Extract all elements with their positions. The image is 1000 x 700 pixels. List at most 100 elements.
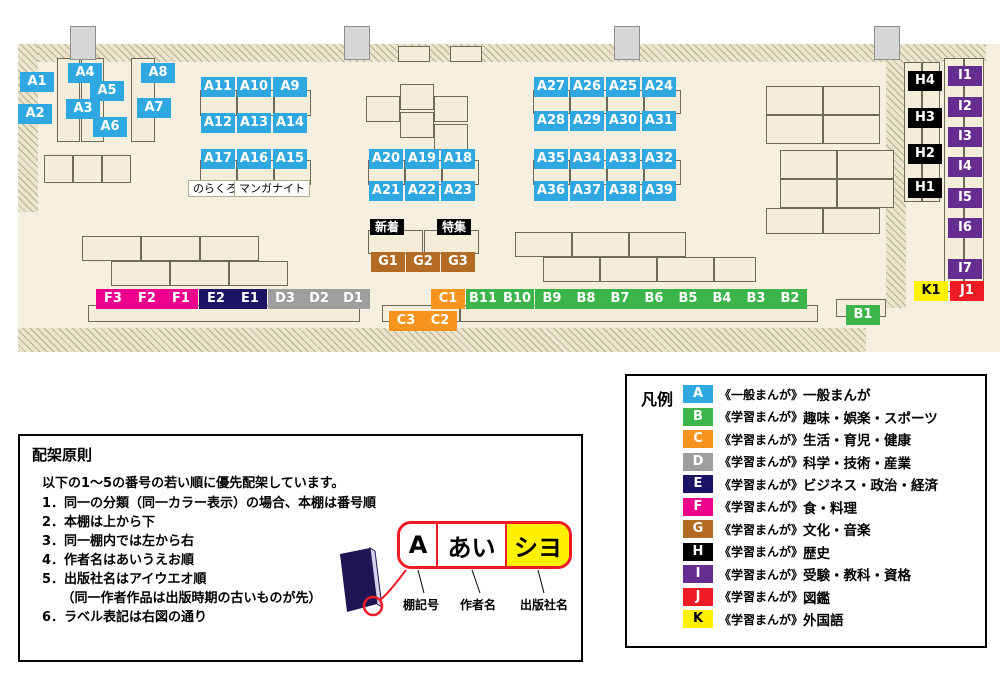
principle-item: 1．同一の分類（同一カラー表示）の場合、本棚は番号順	[42, 496, 377, 511]
legend-row-h: H《学習まんが》歴史	[683, 541, 938, 564]
principle-item: 5．出版社名はアイウエオ順	[42, 572, 207, 587]
legend-badge-g: G	[683, 520, 713, 539]
shelf-block	[766, 208, 823, 234]
shelf-tag-b9: B9	[535, 289, 569, 309]
shelf-block	[434, 96, 468, 122]
shelf-tag-c2: C2	[423, 311, 457, 331]
shelf-block	[657, 257, 714, 282]
shelf-tag-f2: F2	[130, 289, 164, 309]
shelf-block	[572, 232, 629, 257]
spine-cell-author: あい	[438, 524, 507, 566]
legend-series: 《一般まんが》	[719, 387, 804, 402]
hatched-floor-strip	[18, 328, 866, 352]
hatched-floor-strip	[886, 58, 906, 308]
annotation-lines	[417, 569, 545, 594]
shelf-tag-h1: H1	[908, 178, 942, 198]
legend-badge-j: J	[683, 587, 713, 606]
spine-cell-shelf-code: A	[400, 524, 438, 566]
shelf-tag-a3: A3	[66, 99, 100, 119]
legend-category-label: 図鑑	[803, 590, 831, 607]
legend-row-i: I《学習まんが》受験・教科・資格	[683, 563, 938, 586]
shelf-block	[141, 236, 200, 261]
shelf-tag-a17: A17	[201, 149, 235, 169]
legend-badge-c: C	[683, 430, 713, 449]
shelf-block	[434, 124, 468, 150]
shelf-tag-b5: B5	[671, 289, 705, 309]
shelf-tag-g2: G2	[406, 252, 440, 272]
shelf-block	[823, 115, 880, 144]
shelf-tag-a21: A21	[369, 181, 403, 201]
shelf-tag-a25: A25	[606, 77, 640, 97]
legend-row-f: F《学習まんが》食・料理	[683, 496, 938, 519]
shelf-tag-i2: I2	[948, 97, 982, 117]
shelf-tag-b11: B11	[466, 289, 500, 309]
shelf-block	[398, 46, 430, 62]
shelf-tag-a34: A34	[570, 149, 604, 169]
principle-item: 4．作者名はあいうえお順	[42, 553, 195, 568]
shelf-block	[82, 236, 141, 261]
shelf-block	[904, 62, 922, 202]
legend-series: 《学習まんが》	[719, 500, 804, 515]
shelf-tag-a1: A1	[20, 72, 54, 92]
label-annotation: 出版社名	[520, 598, 569, 612]
shelf-block	[600, 257, 657, 282]
shelf-tag-a27: A27	[534, 77, 568, 97]
shelf-block	[229, 261, 288, 286]
shelf-block	[400, 84, 434, 110]
legend-row-a: A《一般まんが》一般まんが	[683, 383, 938, 406]
door-tab	[70, 26, 96, 60]
shelf-tag-i3: I3	[948, 127, 982, 147]
legend-category-label: 文化・音楽	[803, 523, 871, 540]
legend-series: 《学習まんが》	[719, 612, 804, 627]
shelf-block	[823, 86, 880, 115]
principle-item: 6．ラベル表記は右図の通り	[42, 610, 208, 625]
legend-category-label: 歴史	[803, 545, 831, 562]
shelf-tag-a30: A30	[606, 111, 640, 131]
shelf-block	[515, 232, 572, 257]
map-note: マンガナイト	[234, 180, 310, 197]
shelf-tag-b7: B7	[603, 289, 637, 309]
legend-badge-d: D	[683, 452, 713, 471]
shelf-tag-b6: B6	[637, 289, 671, 309]
shelf-tag-b8: B8	[569, 289, 603, 309]
shelf-tag-a32: A32	[642, 149, 676, 169]
map-note: のらくろ	[188, 180, 242, 197]
shelf-tag-b3: B3	[739, 289, 773, 309]
shelf-block	[400, 112, 434, 138]
shelf-tag-a16: A16	[237, 149, 271, 169]
shelf-tag-k1: K1	[914, 281, 948, 301]
shelf-tag-a2: A2	[18, 104, 52, 124]
label-annotation: 作者名	[460, 598, 497, 612]
shelf-tag-a39: A39	[642, 181, 676, 201]
shelf-tag-a20: A20	[369, 149, 403, 169]
hatched-floor-strip	[18, 44, 986, 62]
legend-row-e: E《学習まんが》ビジネス・政治・経済	[683, 473, 938, 496]
shelf-tag-b2: B2	[773, 289, 807, 309]
shelf-block	[766, 86, 823, 115]
legend-badge-e: E	[683, 475, 713, 494]
shelf-tag-a37: A37	[570, 181, 604, 201]
legend-badge-i: I	[683, 565, 713, 584]
legend-title: 凡例	[641, 390, 674, 409]
shelf-tag-h3: H3	[908, 108, 942, 128]
legend-badge-b: B	[683, 407, 713, 426]
legend-badge-h: H	[683, 542, 713, 561]
shelf-tag-a19: A19	[405, 149, 439, 169]
shelf-tag-a35: A35	[534, 149, 568, 169]
legend-row-c: C《学習まんが》生活・育児・健康	[683, 428, 938, 451]
shelf-block	[170, 261, 229, 286]
shelf-tag-a11: A11	[201, 77, 235, 97]
legend-series: 《学習まんが》	[719, 522, 804, 537]
legend-category-label: 受験・教科・資格	[803, 568, 912, 585]
shelf-tag-b4: B4	[705, 289, 739, 309]
shelf-tag-a5: A5	[90, 81, 124, 101]
shelf-tag-i6: I6	[948, 218, 982, 238]
legend-badge-a: A	[683, 385, 713, 404]
legend-series: 《学習まんが》	[719, 432, 804, 447]
principles-intro: 以下の1～5の番号の若い順に優先配架しています。	[42, 476, 345, 491]
shelf-tag-b10: B10	[500, 289, 534, 309]
legend-badge-f: F	[683, 497, 713, 516]
